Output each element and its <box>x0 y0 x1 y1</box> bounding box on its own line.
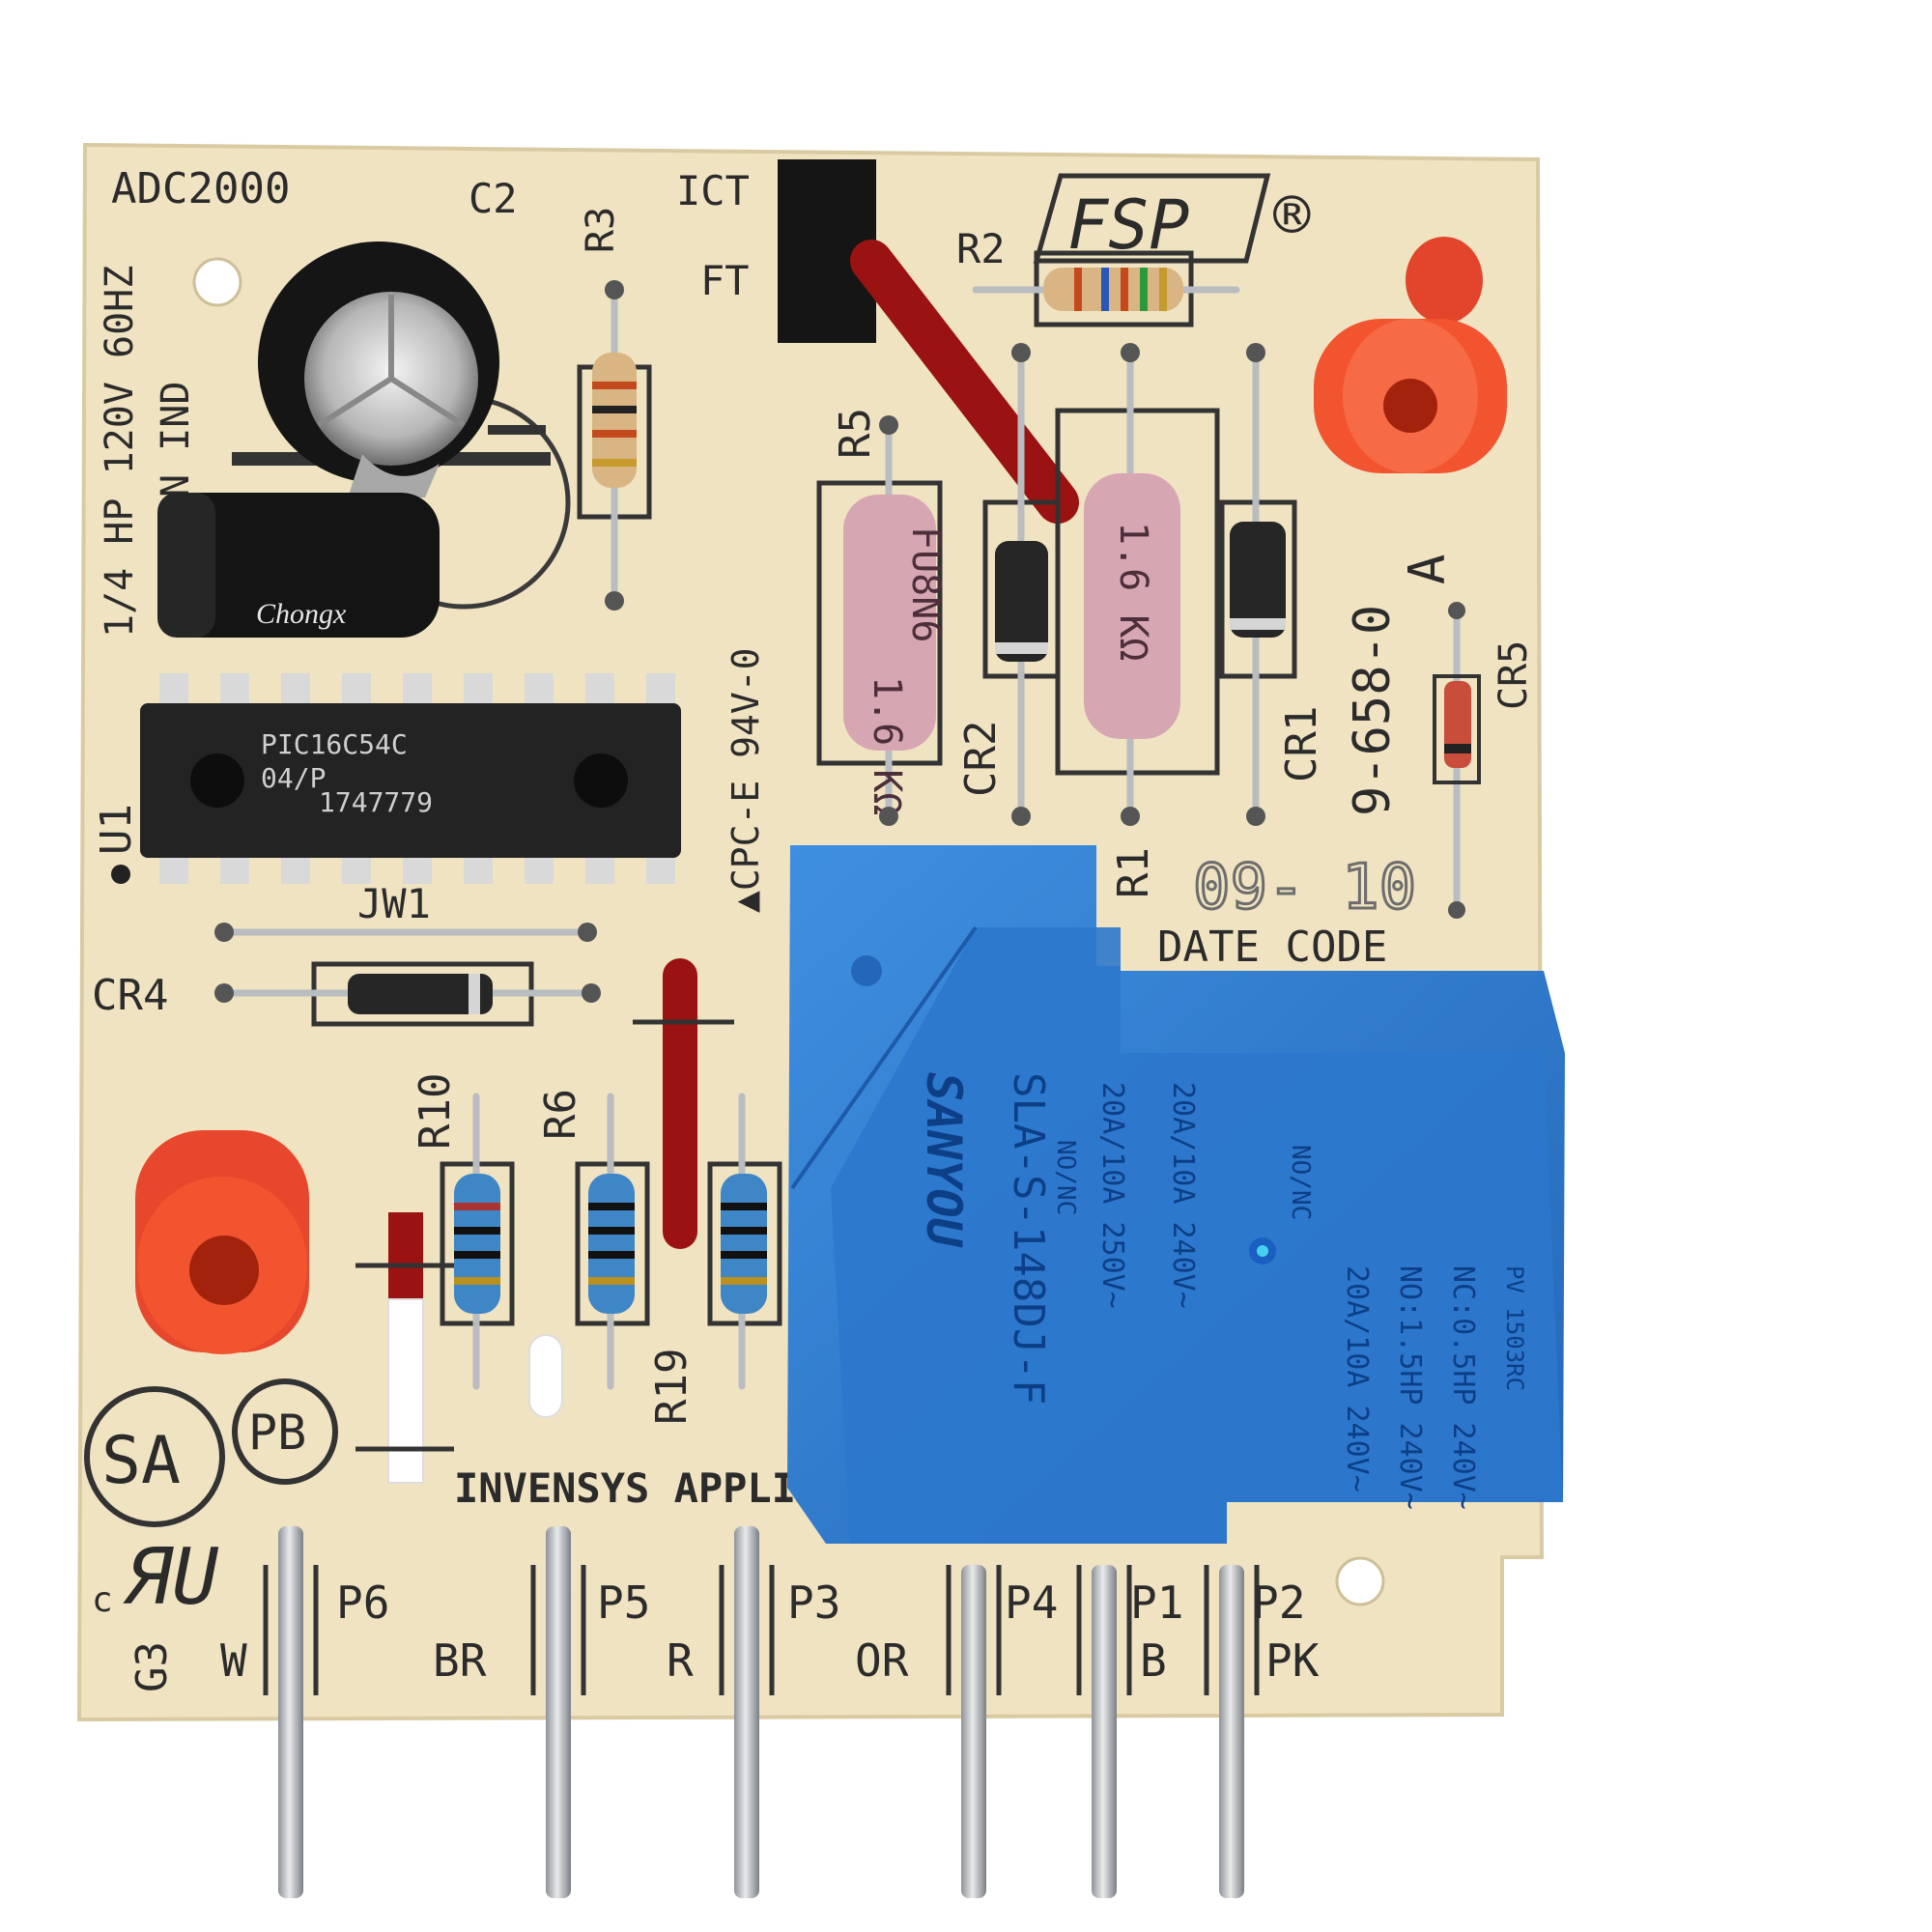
diode-cr4 <box>214 961 601 1027</box>
ul-mark: c ЯU <box>92 1532 219 1622</box>
pin-p1-wire: B <box>1140 1634 1167 1687</box>
svg-text:SA: SA <box>101 1423 181 1499</box>
capacitor-brand: Chongx <box>256 598 347 630</box>
pin-p4-id: P4 <box>1005 1577 1058 1629</box>
rating-label: 1/4 HP 120V 60HZ <box>98 266 142 638</box>
r3-label: R3 <box>579 207 623 253</box>
registered-mark: ® <box>1273 181 1311 252</box>
pin-p6-wire: W <box>220 1634 247 1687</box>
ic-lot: 1747779 <box>319 786 433 818</box>
r10-label: R10 <box>411 1073 460 1150</box>
diode-cr2 <box>982 343 1061 826</box>
resistor-r5: 1.6 KΩ FU8N6 <box>816 415 948 826</box>
relay-rating-8: PV 1503RC <box>1501 1265 1528 1391</box>
pb-mark: PB <box>232 1378 338 1485</box>
r1-label: R1 <box>1109 847 1158 898</box>
resistor-r5-value: 1.6 KΩ <box>865 676 909 816</box>
relay-model: SLA-S-148DJ-F <box>1004 1072 1053 1405</box>
date-code-label: DATE CODE <box>1157 923 1387 972</box>
pin-p5-id: P5 <box>597 1577 650 1629</box>
resistor-r10 <box>440 1093 515 1390</box>
resistor-r3 <box>577 280 652 611</box>
ic-u1: PIC16C54C 04/P 1747779 <box>140 673 681 884</box>
resistor-r2 <box>972 250 1240 327</box>
pin-p4-wire: OR <box>855 1634 909 1687</box>
pin-p2-id: P2 <box>1252 1577 1305 1629</box>
revision-label: A <box>1399 554 1457 584</box>
standoff-top-right <box>1314 237 1507 473</box>
resistor-r1-value: 1.6 KΩ <box>1111 522 1155 662</box>
svg-text:ЯU: ЯU <box>123 1532 219 1622</box>
relay-rating-3: 20A/10A 240V~ <box>1166 1082 1200 1309</box>
relay-brand: SANYOU <box>916 1072 972 1249</box>
pin-p2-wire: PK <box>1265 1634 1320 1687</box>
resistor-r6 <box>575 1093 650 1390</box>
csa-mark: SA <box>84 1386 225 1527</box>
pin-p2 <box>1219 1565 1244 1898</box>
pin-p3-id: P3 <box>787 1577 840 1629</box>
pin-p6-id: P6 <box>336 1577 389 1629</box>
maker-label: INVENSYS APPLIA <box>454 1464 820 1512</box>
capacitor-c2 <box>258 242 499 497</box>
r2-label: R2 <box>956 225 1006 272</box>
diode-cr1 <box>1219 343 1297 826</box>
svg-text:PB: PB <box>248 1405 306 1461</box>
pin-p1 <box>1092 1565 1117 1898</box>
cpc-label: ▲CPC-E 94V-0 <box>724 647 767 913</box>
capacitor-horizontal: Chongx <box>157 493 440 638</box>
part-number: 9-658-0 <box>1344 605 1402 816</box>
cr1-label: CR1 <box>1277 706 1326 782</box>
relay-rating-1: NO/NC <box>1051 1140 1080 1215</box>
red-jumper-top <box>850 240 1079 524</box>
r19-label: R19 <box>647 1349 696 1425</box>
resistor-r1: 1.6 KΩ <box>1055 343 1220 826</box>
relay-rating-7: NC:0.5HP 240V~ <box>1446 1265 1480 1510</box>
pin-p1-id: P1 <box>1130 1577 1183 1629</box>
pin-p5-wire: BR <box>433 1634 487 1687</box>
date-code-value: 09- 10 <box>1193 852 1416 923</box>
pin-p5 <box>546 1526 571 1898</box>
r6-label: R6 <box>536 1089 585 1140</box>
ict-label: ICT <box>676 167 750 214</box>
ind-label: N IND <box>154 382 198 497</box>
model-label: ADC2000 <box>111 164 290 213</box>
cr4-label: CR4 <box>92 971 168 1020</box>
mounting-hole-top <box>192 257 242 307</box>
c2-label: C2 <box>469 175 518 222</box>
ic-part: PIC16C54C <box>261 728 408 760</box>
ft-label: FT <box>700 257 750 304</box>
standoff-bottom-left <box>135 1130 309 1354</box>
diode-cr5 <box>1433 602 1481 919</box>
svg-text:c: c <box>92 1580 113 1620</box>
cr2-label: CR2 <box>956 721 1006 797</box>
g3-label: G3 <box>128 1641 177 1692</box>
resistor-r5-code: FU8N6 <box>903 526 948 642</box>
pin-p3-wire: R <box>667 1634 694 1687</box>
ic-code: 04/P <box>261 762 326 794</box>
pin-p6 <box>278 1526 303 1898</box>
resistor-r19 <box>707 1093 782 1390</box>
jw1-label: JW1 <box>357 880 431 927</box>
pin-p3 <box>734 1526 759 1898</box>
r5-label: R5 <box>831 408 880 459</box>
relay-k1: SANYOU SLA-S-148DJ-F NO/NC 20A/10A 250V~… <box>787 845 1565 1544</box>
mounting-hole-bottom <box>1335 1556 1385 1606</box>
relay-rating-4: NO/NC <box>1286 1145 1315 1220</box>
cr5-label: CR5 <box>1492 640 1536 710</box>
red-white-jumper <box>355 1212 563 1484</box>
relay-rating-5: 20A/10A 240V~ <box>1340 1265 1374 1492</box>
relay-rating-2: 20A/10A 250V~ <box>1095 1082 1129 1309</box>
u1-label: U1 <box>92 804 141 855</box>
relay-rating-6: NO:1.5HP 240V~ <box>1393 1265 1427 1510</box>
pin-p4 <box>961 1565 986 1898</box>
